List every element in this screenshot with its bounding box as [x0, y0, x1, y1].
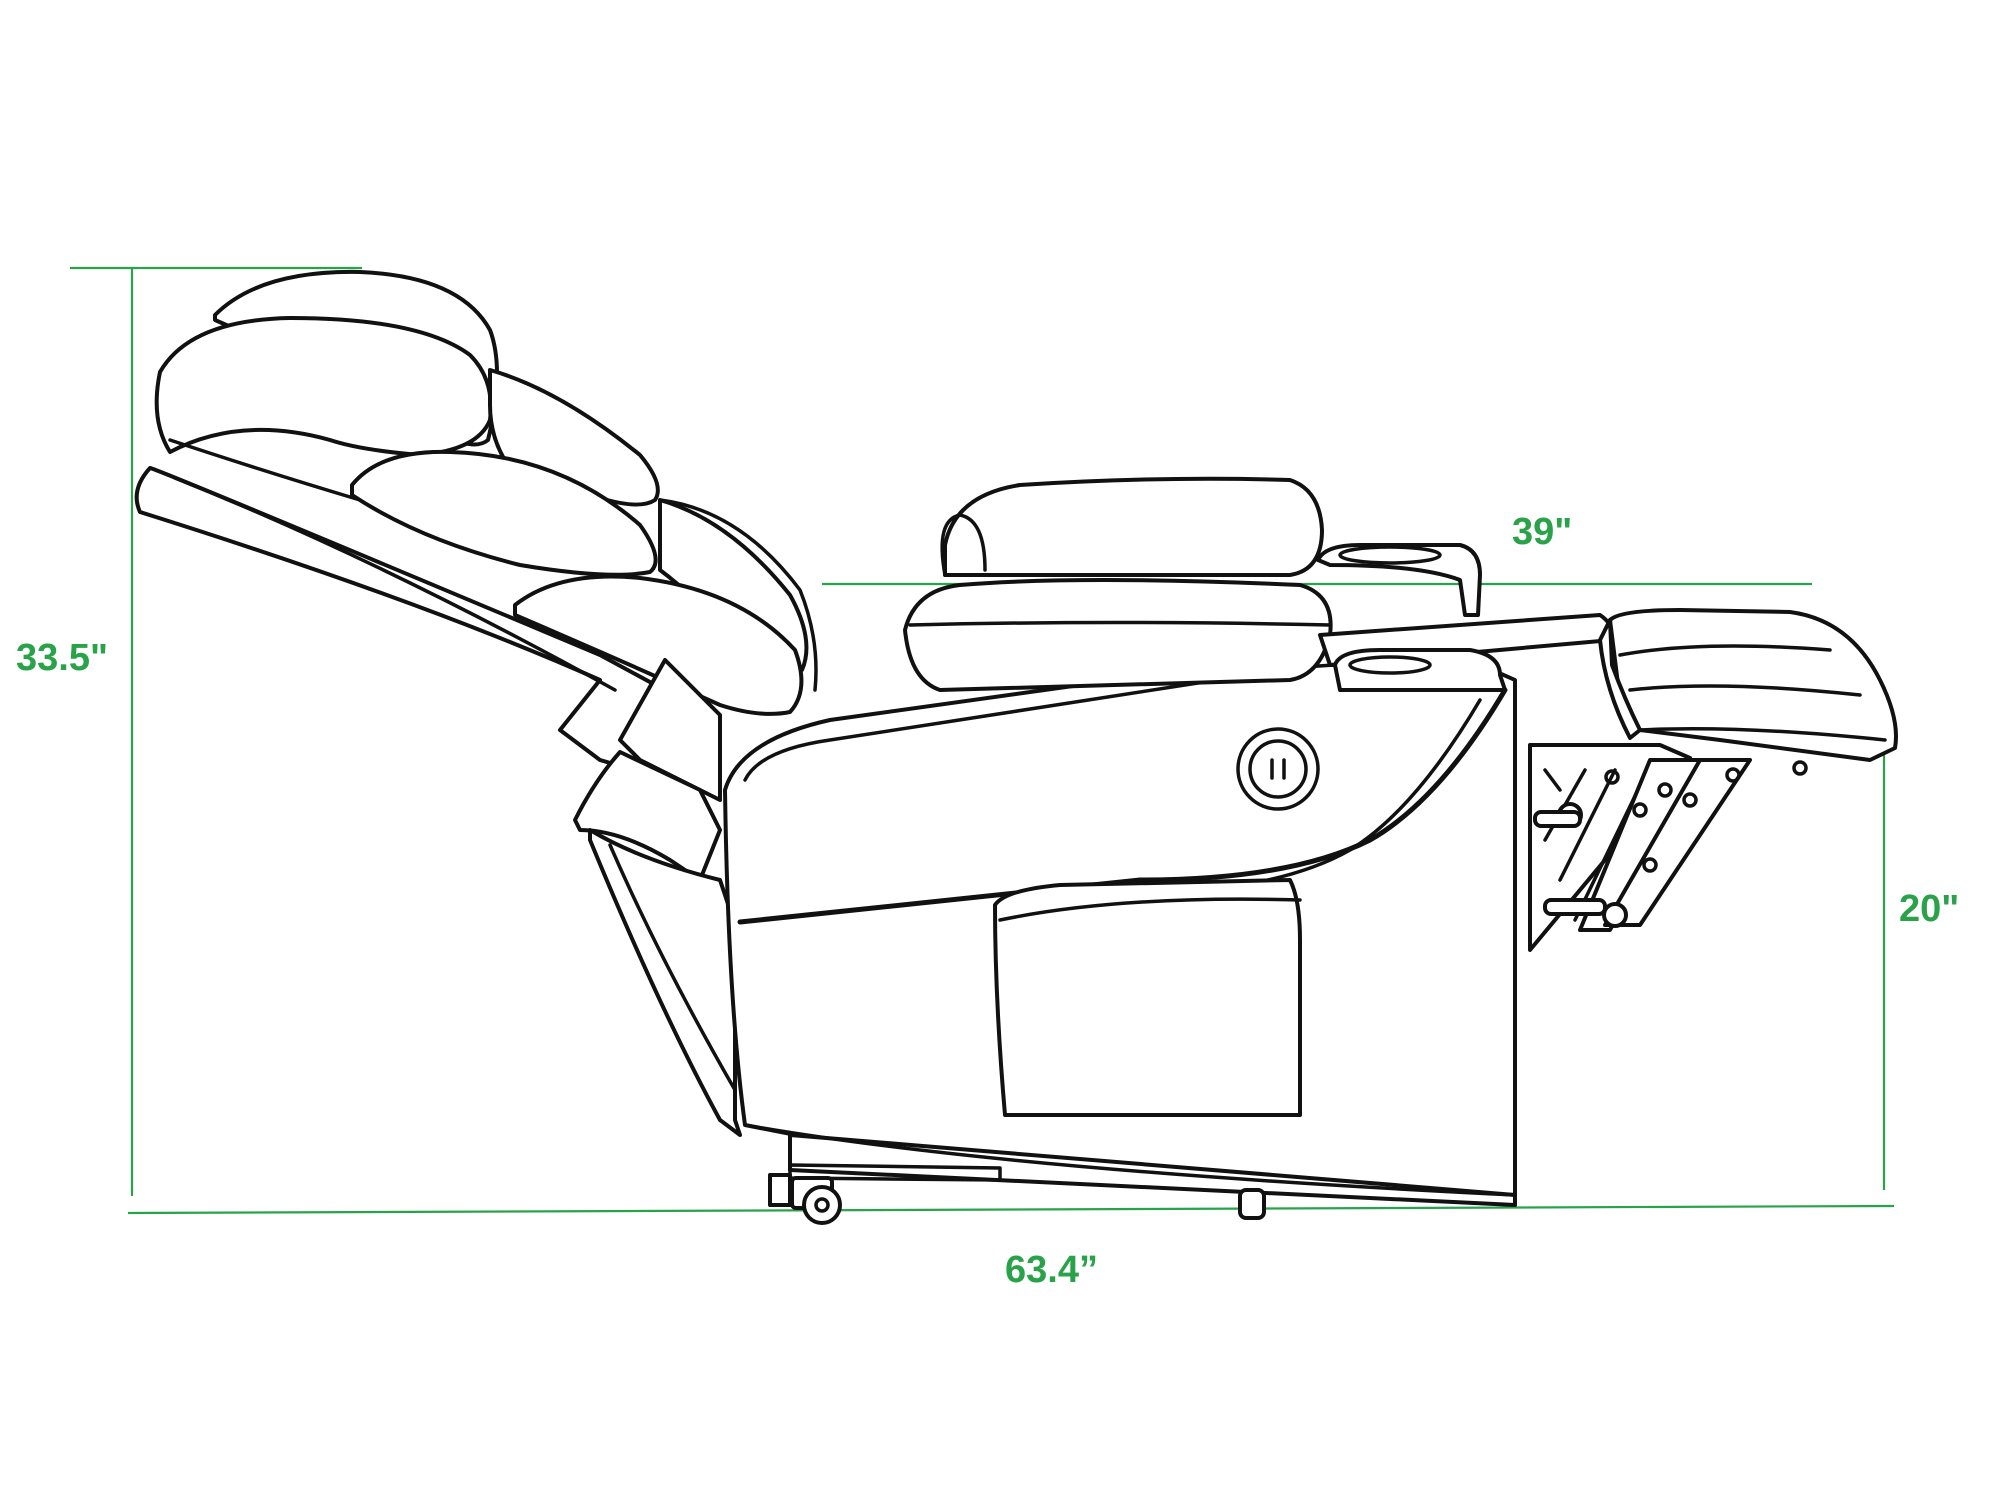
headrest-welt	[168, 438, 362, 502]
back-wing	[658, 498, 818, 692]
cup-holder-top-opening	[1338, 545, 1442, 565]
length-dim-horizontal	[127, 1204, 1895, 1215]
recliner-line-art	[134, 269, 1898, 1225]
seat-dim-label: 39"	[1512, 511, 1572, 553]
footrest-rear	[1598, 618, 1642, 740]
base-foot-front	[1238, 1188, 1266, 1220]
base-rail	[788, 1133, 1517, 1207]
usb-port	[1236, 727, 1320, 811]
footrest-mechanism	[1528, 743, 1808, 952]
height-dim-label: 33.5"	[16, 637, 108, 679]
armrest-outer-end	[940, 513, 987, 577]
headrest-pillow	[154, 316, 493, 457]
back-cushion-lower	[513, 574, 804, 716]
base-frame	[788, 1163, 1002, 1182]
footrest-tuft-2	[1628, 684, 1862, 697]
side-pocket-flap	[998, 897, 1302, 922]
lower-back-frame	[588, 828, 742, 1137]
seat-roll	[573, 750, 722, 882]
armrest-outer	[943, 476, 1324, 577]
base-bottom	[743, 1123, 1517, 1197]
back-cushion-middle	[350, 449, 658, 577]
footrest-tuft-1	[1618, 644, 1832, 657]
side-pocket	[993, 878, 1302, 1117]
caster-wheel	[790, 1176, 842, 1225]
armrest-inner	[903, 578, 1333, 692]
side-panel-sweep	[737, 687, 1508, 925]
armrest-inner-welt	[908, 620, 1332, 627]
back-frame-inner	[173, 476, 617, 692]
footrest-dim-label: 20"	[1899, 888, 1959, 930]
cup-holder-lower-opening	[1348, 655, 1432, 675]
lower-back-inner	[608, 843, 737, 1092]
base-leg-rear	[768, 1173, 792, 1207]
footrest-tuft-3	[1638, 727, 1887, 742]
length-dim-label: 63.4”	[1005, 1249, 1098, 1291]
